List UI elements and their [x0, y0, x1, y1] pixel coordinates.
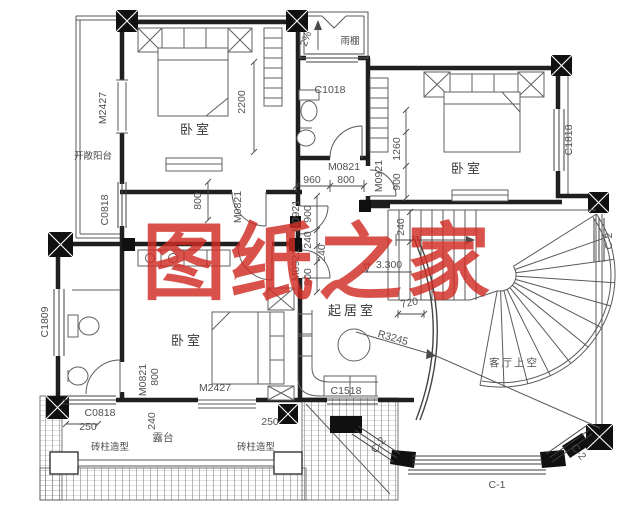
dim-800-bed1: 800 — [192, 192, 204, 210]
room-label-living: 起居室 — [328, 303, 376, 318]
columns — [45, 9, 614, 468]
window-c1-bay — [408, 455, 546, 475]
window-code-c1809: C1809 — [39, 306, 51, 337]
door-code-m0921-bed2: M0921 — [373, 160, 385, 192]
window-c1809 — [53, 289, 65, 356]
door-hall-b — [301, 249, 331, 279]
door-code-m2427-left: M2427 — [97, 92, 109, 124]
dim-1260: 1260 — [391, 137, 403, 161]
door-code-m0921-mid-a: M0921 — [290, 200, 302, 232]
window-c1018 — [306, 53, 358, 63]
stairs — [387, 209, 616, 388]
slope-arrow-icon — [314, 20, 322, 30]
brick-pier-right — [273, 451, 303, 475]
bed-1 — [137, 27, 283, 172]
furniture — [67, 27, 545, 401]
dim-900-mid-a: 900 — [302, 205, 314, 223]
window-code-c1818: C1818 — [563, 124, 575, 155]
room-label-bedroom-bl: 卧室 — [171, 333, 203, 348]
bed-3 — [137, 249, 295, 401]
watermark-text: 图纸之家 — [142, 218, 494, 311]
window-code-c2-right: C-2 — [603, 232, 615, 249]
sink-left-bath — [67, 366, 89, 386]
dim-250-right: 250 — [261, 416, 279, 428]
room-label-bedroom-tr: 卧室 — [451, 161, 483, 176]
dim-2200: 2200 — [236, 90, 248, 114]
terrace — [39, 395, 399, 501]
label-brick-pier-left: 砖柱造型 — [91, 441, 130, 453]
door-bed2 — [369, 169, 397, 197]
stair-direction-arrow-icon — [466, 236, 475, 244]
dim-720: 720 — [400, 295, 420, 310]
slope-mark: 2% — [298, 30, 314, 48]
curved-wall — [355, 235, 601, 429]
door-hall-a — [299, 205, 329, 235]
door-code-m0821-bed3: M0821 — [137, 364, 149, 396]
door-code-m0821-hall: M0821 — [328, 161, 360, 173]
dim-960: 960 — [303, 174, 321, 186]
window-code-c1018: C1018 — [315, 84, 346, 96]
room-label-terrace: 露台 — [153, 431, 174, 444]
label-brick-pier-right: 砖柱造型 — [237, 441, 276, 453]
door-bed3 — [237, 245, 273, 281]
door-bed1 — [231, 191, 267, 227]
window-code-c0818-bottom: C0818 — [85, 407, 116, 419]
door-code-m0821-bed1: M0821 — [232, 191, 244, 223]
dim-900-mid-b: 900 — [302, 268, 314, 286]
window-c0818-bottom — [62, 395, 116, 405]
toilet-top-bath — [296, 89, 320, 147]
brick-pier-left — [49, 451, 79, 475]
room-label-void: 客厅上空 — [489, 356, 539, 369]
dim-250-left: 250 — [79, 421, 97, 433]
door-code-m2427-bottom: M2427 — [199, 382, 231, 394]
doors — [85, 125, 397, 395]
door-code-m0921-mid-b: M0921 — [290, 249, 302, 281]
door-bath-left — [85, 359, 121, 395]
shelf-bed2 — [369, 77, 389, 153]
dim-800-hall: 800 — [337, 174, 355, 186]
dim-240-terrace: 240 — [146, 412, 158, 430]
round-table — [337, 328, 371, 362]
door-m2427-terrace-opening — [198, 399, 256, 409]
window-c0818-left — [117, 182, 127, 228]
column-icon — [45, 9, 614, 451]
level-mark: 3.300 — [376, 259, 402, 271]
door-bath-top — [329, 125, 363, 159]
door-m2427-left-opening — [116, 79, 128, 134]
window-c2-bay-right — [545, 425, 593, 463]
sink-top-bath — [296, 129, 316, 147]
room-label-canopy: 雨棚 — [340, 35, 359, 47]
dimension-lines — [204, 58, 428, 318]
room-label-balcony: 开敞阳台 — [74, 150, 112, 162]
dim-240-stair: 240 — [395, 218, 407, 236]
dim-240-mid-b: 240 — [316, 244, 328, 262]
window-code-c0818-left: C0818 — [99, 194, 111, 225]
radius-mark: R3245 — [376, 328, 409, 348]
room-label-bedroom-tl: 卧室 — [180, 122, 212, 137]
window-c1818 — [553, 109, 565, 171]
terrace-railing — [77, 459, 275, 467]
bed-2 — [423, 71, 545, 202]
dim-900-right: 900 — [391, 173, 403, 191]
dim-800-bed3: 800 — [149, 368, 161, 386]
dim-240-mid-a: 240 — [302, 231, 314, 249]
window-code-c1-bay: C-1 — [489, 479, 506, 491]
toilet-left-bath — [67, 289, 120, 386]
window-code-c1518: C1518 — [331, 385, 362, 397]
sofa — [297, 310, 378, 397]
window-c2-bay-left — [351, 425, 401, 463]
